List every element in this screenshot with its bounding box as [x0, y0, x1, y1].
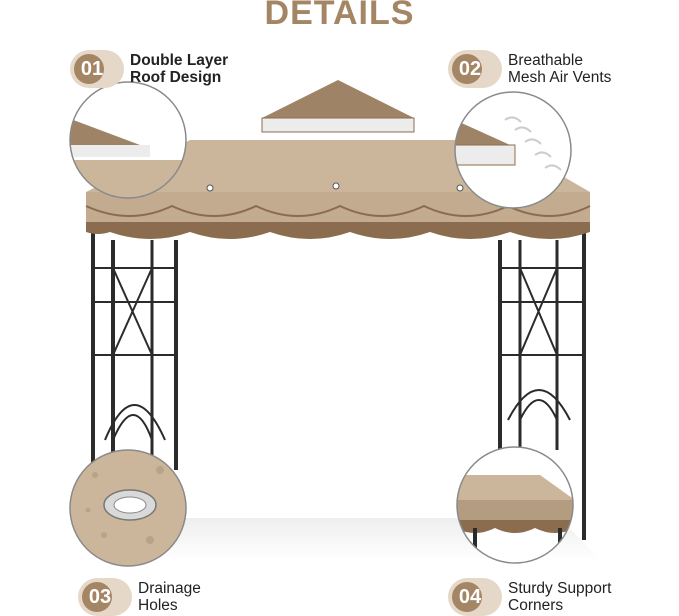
feature-label-line1: Breathable: [508, 52, 583, 69]
feature-label-line2: Mesh Air Vents: [508, 69, 612, 86]
detail-circle-roof: [69, 81, 187, 199]
feature-label-line1: Drainage: [138, 580, 201, 597]
detail-circle-corners: [456, 446, 574, 564]
feature-number: 04: [458, 585, 482, 608]
feature-label-line2: Roof Design: [130, 69, 222, 86]
feature-number-badge: 03: [78, 578, 132, 616]
feature-number-badge: 04: [448, 578, 502, 616]
feature-label-line1: Sturdy Support: [508, 580, 612, 597]
feature-label-line1: Double Layer: [130, 52, 229, 69]
feature-number-badge: 02: [448, 50, 502, 88]
feature-mesh-air-vents: 02 Breathable Mesh Air Vents: [448, 50, 611, 88]
feature-number: 03: [88, 585, 112, 608]
detail-circle-vents: [454, 91, 572, 209]
page-title: DETAILS: [264, 0, 415, 32]
feature-sturdy-corners: 04 Sturdy Support Corners: [448, 578, 611, 616]
detail-circle-drainage: [69, 449, 187, 567]
feature-number: 02: [458, 57, 482, 80]
feature-label-line2: Holes: [138, 597, 178, 614]
feature-label-line2: Corners: [508, 597, 564, 614]
feature-double-layer-roof: 01 Double Layer Roof Design: [70, 50, 228, 88]
feature-drainage-holes: 03 Drainage Holes: [78, 578, 201, 616]
gazebo-frame: [91, 228, 586, 540]
feature-number-badge: 01: [70, 50, 124, 88]
feature-number: 01: [80, 57, 104, 80]
